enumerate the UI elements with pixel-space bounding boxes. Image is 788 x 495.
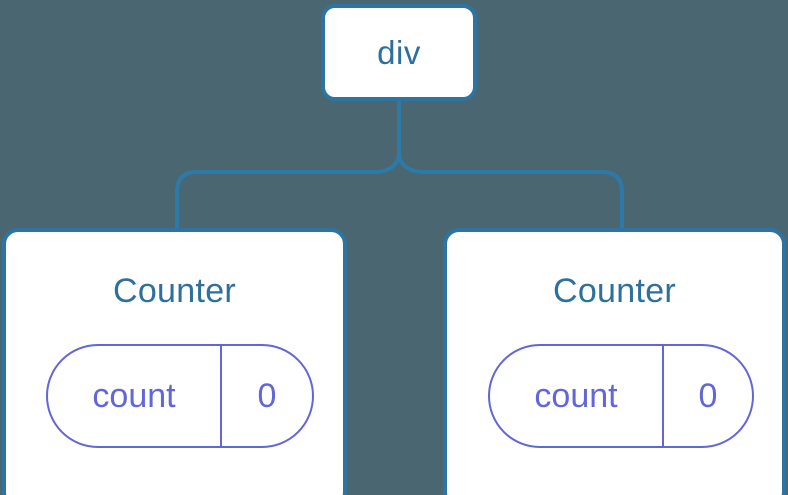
- connector-branch-right: [397, 150, 624, 231]
- node-counter-right-title: Counter: [552, 272, 677, 310]
- node-div-label: div: [377, 34, 421, 71]
- node-div[interactable]: div: [321, 4, 477, 101]
- state-key-right: count: [490, 346, 664, 446]
- state-value-left: 0: [257, 377, 277, 415]
- node-counter-left-title: Counter: [112, 272, 237, 310]
- connector-branch-left: [175, 150, 401, 231]
- node-counter-right[interactable]: Counter count 0: [443, 228, 786, 495]
- node-counter-left[interactable]: Counter count 0: [2, 228, 347, 495]
- state-pill-left[interactable]: count 0: [46, 344, 314, 448]
- state-key-left: count: [48, 346, 222, 446]
- state-value-right: 0: [698, 377, 718, 415]
- state-pill-right[interactable]: count 0: [488, 344, 754, 448]
